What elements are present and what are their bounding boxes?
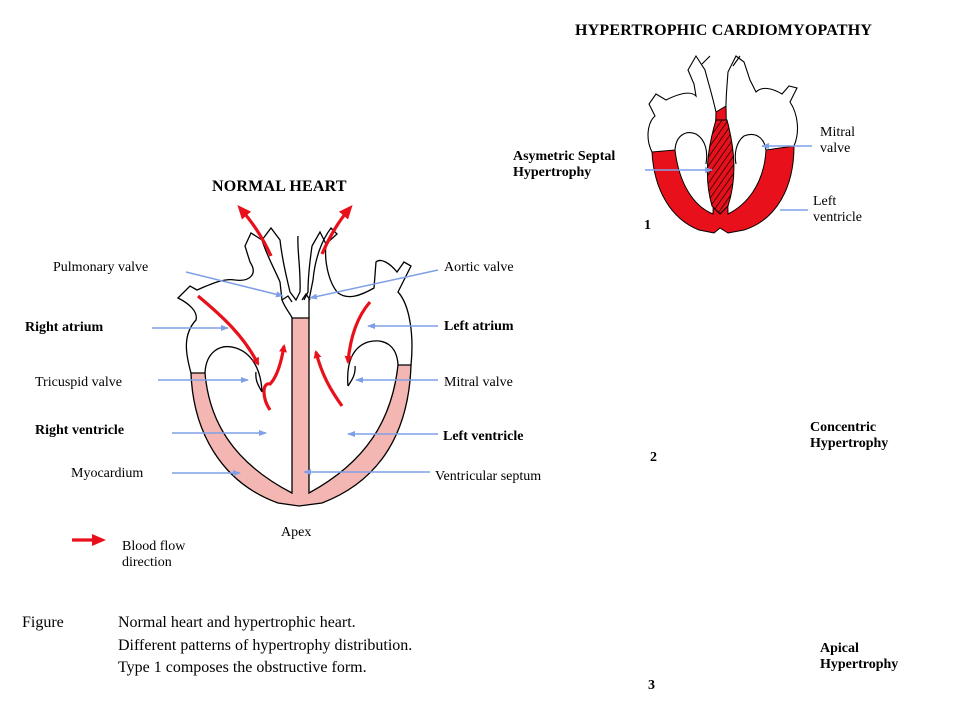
- label-right-atrium: Right atrium: [25, 320, 104, 335]
- normal-right-atrium-outline: [176, 232, 293, 393]
- label-left-atrium: Left atrium: [444, 319, 514, 334]
- type2-number: 2: [650, 450, 657, 465]
- normal-left-atrium-outline: [308, 227, 413, 387]
- flow-arrow-right-atrium: [196, 294, 260, 366]
- normal-heart-title: NORMAL HEART: [212, 178, 347, 195]
- label-mitral-valve: Mitral valve: [444, 375, 513, 390]
- flow-arrow-right-ventricle-up: [262, 344, 287, 411]
- label-tricuspid-valve: Tricuspid valve: [35, 375, 122, 390]
- type1-lv-line2: ventricle: [813, 210, 862, 226]
- caption-line3: Type 1 composes the obstructive form.: [118, 659, 367, 676]
- type1-label: Asymetric Septal Hypertrophy: [513, 149, 615, 181]
- type3-label: Apical Hypertrophy: [820, 641, 898, 673]
- flow-arrow-aorta-out: [320, 204, 353, 255]
- pointer-pulmonary-valve: [185, 271, 284, 298]
- type1-label-line1: Asymetric Septal: [513, 149, 616, 164]
- hypertrophic-title: HYPERTROPHIC CARDIOMYOPATHY: [575, 22, 873, 39]
- label-ventricular-septum: Ventricular septum: [435, 469, 542, 484]
- type1-mitral-line2: valve: [820, 141, 851, 157]
- normal-blood-flow-arrows: [196, 204, 372, 411]
- type1-mitral-label: Mitral valve: [820, 125, 855, 157]
- flow-arrow-left-ventricle-up: [313, 350, 344, 407]
- caption-label: Figure: [22, 614, 64, 631]
- pointer-aortic-valve: [309, 269, 439, 300]
- type3-label-line2: Hypertrophy: [820, 657, 899, 673]
- type1-mitral-line1: Mitral: [820, 125, 855, 140]
- label-aortic-valve: Aortic valve: [444, 260, 514, 275]
- legend-line1: Blood flow: [122, 539, 186, 554]
- normal-pulmonary-trunk: [261, 226, 301, 302]
- type2-label-line2: Hypertrophy: [810, 436, 889, 452]
- type1-number: 1: [644, 218, 651, 233]
- type1-hatched-septum: [706, 119, 735, 215]
- label-pulmonary-valve: Pulmonary valve: [53, 260, 149, 275]
- legend-blood-flow: Blood flow direction: [122, 539, 185, 571]
- flow-arrow-pulmonary-out: [237, 204, 273, 257]
- label-left-ventricle: Left ventricle: [443, 429, 524, 444]
- type2-label: Concentric Hypertrophy: [810, 420, 888, 452]
- caption-line1: Normal heart and hypertrophic heart.: [118, 614, 356, 631]
- type1-lv-line1: Left: [813, 194, 837, 209]
- hypertrophic-heart-type1-diagram: [645, 54, 812, 234]
- flow-arrow-left-atrium: [344, 300, 372, 364]
- type1-label-line2: Hypertrophy: [513, 165, 592, 181]
- legend-line2: direction: [122, 555, 172, 571]
- label-myocardium: Myocardium: [71, 466, 144, 481]
- type1-atria-outline: [647, 54, 799, 165]
- type1-lv-label: Left ventricle: [813, 194, 862, 226]
- normal-aorta: [303, 230, 327, 301]
- normal-pointer-lines: [152, 269, 439, 476]
- normal-valve-leaflets: [255, 292, 356, 393]
- type2-label-line1: Concentric: [810, 420, 877, 435]
- label-right-ventricle: Right ventricle: [35, 423, 125, 438]
- type3-label-line1: Apical: [820, 641, 859, 656]
- type3-number: 3: [648, 678, 655, 693]
- label-apex: Apex: [281, 525, 312, 540]
- caption-line2: Different patterns of hypertrophy distri…: [118, 637, 413, 654]
- normal-heart-diagram: [72, 204, 439, 546]
